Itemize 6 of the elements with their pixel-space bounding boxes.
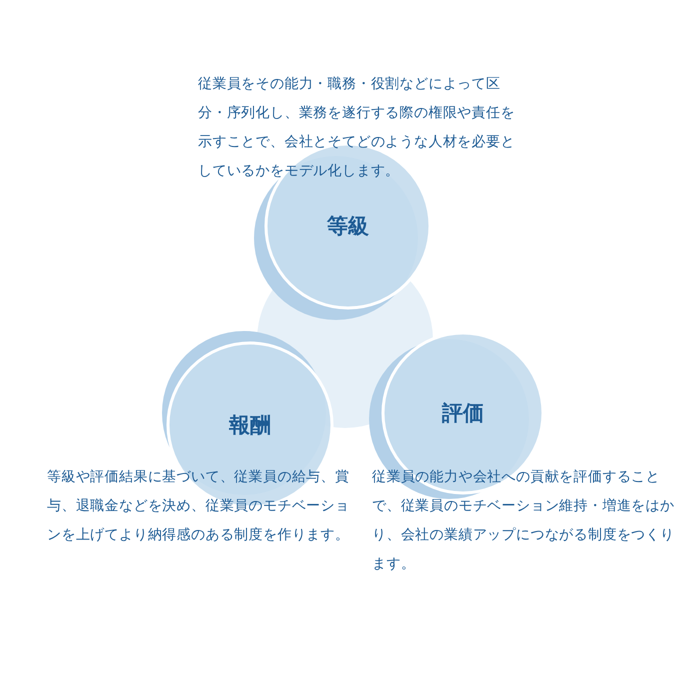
circle-label: 報酬 bbox=[229, 412, 271, 439]
circle-label: 評価 bbox=[442, 400, 484, 427]
description-text: 従業員をその能力・職務・役割などによって区分・序列化し、業務を遂行する際の権限や責任を示すことで、会社とそてどのような人材を必要としているかをモデル化します。 bbox=[198, 75, 516, 181]
description-text: 従業員の能力や会社への貢献を評価することで、従業員のモチベーション維持・増進をはかり、会社の業績アップにつながる制度をつくります。 bbox=[372, 468, 676, 574]
circle-label: 等級 bbox=[327, 213, 369, 240]
description-text: 等級や評価結果に基づいて、従業員の給与、賞与、退職金などを決め、従業員のモチベーションを上げてより納得感のある制度を作ります。 bbox=[47, 468, 350, 545]
